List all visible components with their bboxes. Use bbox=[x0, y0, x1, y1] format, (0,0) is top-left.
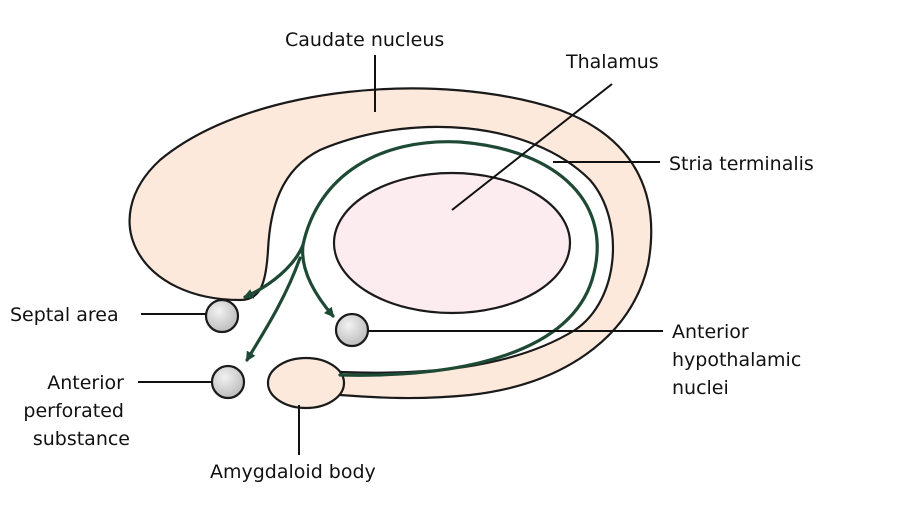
amygdaloid-body-label: Amygdaloid body bbox=[210, 461, 376, 483]
stria-terminalis-tract bbox=[243, 140, 599, 377]
caudate-nucleus-shape bbox=[128, 87, 653, 400]
amygdaloid-body-shape bbox=[266, 356, 346, 410]
septal-area-nucleus bbox=[204, 298, 240, 334]
caudate-nucleus-label: Caudate nucleus bbox=[285, 29, 444, 51]
anterior-perforated-label: Anterior perforated substance bbox=[23, 372, 130, 450]
septal-area-label: Septal area bbox=[10, 304, 119, 326]
thalamus-leader bbox=[451, 83, 613, 211]
stria-terminalis-label: Stria terminalis bbox=[669, 153, 814, 175]
anterior-hypothalamic-label: Anterior hypothalamic nuclei bbox=[672, 321, 807, 399]
thalamus-shape bbox=[332, 171, 572, 315]
anterior-hypothalamic-nucleus bbox=[334, 312, 370, 348]
thalamus-label: Thalamus bbox=[565, 51, 659, 73]
anterior-perforated-nucleus bbox=[210, 364, 246, 400]
